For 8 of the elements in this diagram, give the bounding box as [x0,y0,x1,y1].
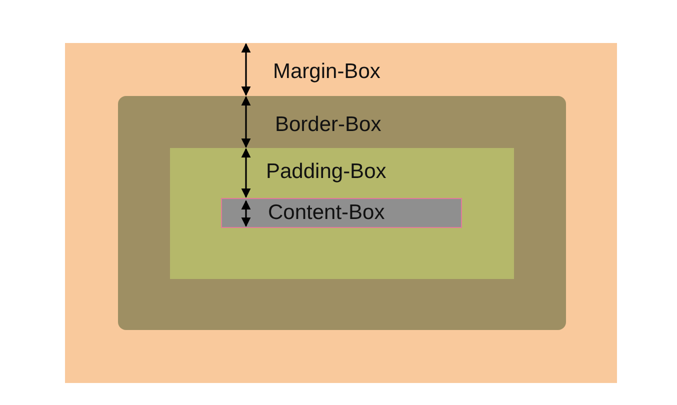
margin-area [65,43,617,383]
padding-area [170,148,514,279]
box-label: Border-Box [275,113,382,137]
border-area [118,96,566,330]
box-label: Content-Box [268,201,385,225]
content-area [221,198,462,228]
box-label: Padding-Box [266,160,386,184]
box-label: Margin-Box [273,60,380,84]
